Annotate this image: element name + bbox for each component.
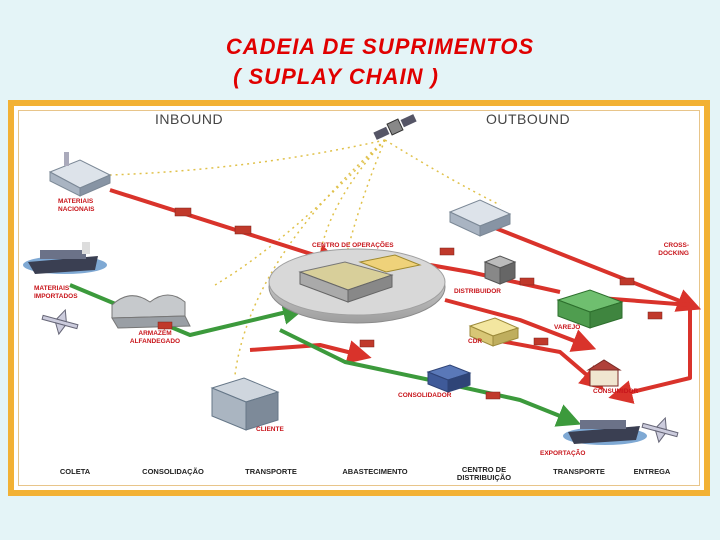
inbound-heading: INBOUND xyxy=(155,111,224,127)
label-cross-docking: CROSS-DOCKING xyxy=(658,242,689,257)
client-building-icon xyxy=(210,377,280,431)
truck-icon xyxy=(647,311,663,320)
distributor-building-icon xyxy=(483,255,517,285)
cargo-ship-icon xyxy=(23,242,107,274)
footer-step-distribution-center: CENTRO DE DISTRIBUIÇÃO xyxy=(456,465,512,482)
consolidator-building-icon xyxy=(426,364,472,393)
consumer-house-icon xyxy=(586,359,622,387)
satellite-signals xyxy=(109,139,501,376)
footer-step-collection: COLETA xyxy=(59,467,91,476)
truck-icon xyxy=(359,339,375,348)
national-materials-factory-icon xyxy=(48,152,112,197)
retail-store-icon xyxy=(556,289,624,329)
footer-step-consolidation: CONSOLIDAÇÃO xyxy=(142,467,204,476)
page-title: CADEIA DE SUPRIMENTOS xyxy=(225,34,535,59)
label-export: EXPORTAÇÃO xyxy=(540,450,586,457)
cdr-building-icon xyxy=(468,317,520,347)
truck-icon xyxy=(485,391,501,400)
truck-icon xyxy=(519,277,535,286)
truck-icon xyxy=(234,225,252,235)
footer-step-transport-in: TRANSPORTE xyxy=(245,467,297,476)
delivery-trucks xyxy=(157,207,663,400)
label-client: CLIENTE xyxy=(256,426,284,433)
red-flows xyxy=(109,188,702,404)
label-bonded-warehouse: ARMAZÉM ALFANDEGADO xyxy=(129,330,181,345)
truck-icon xyxy=(439,247,455,256)
footer-step-supply: ABASTECIMENTO xyxy=(342,467,408,476)
footer-step-delivery: ENTREGA xyxy=(633,467,671,476)
satellite-icon xyxy=(373,114,417,140)
export-ship-icon xyxy=(563,420,647,445)
label-retail: VAREJO xyxy=(554,324,581,331)
truck-icon xyxy=(174,207,192,217)
label-distributor: DISTRIBUIDOR xyxy=(454,288,501,295)
export-airplane-icon xyxy=(641,416,679,444)
label-operations-center: CENTRO DE OPERAÇÕES xyxy=(312,242,394,249)
cross-docking-warehouse-icon xyxy=(448,199,512,237)
footer-step-transport-out: TRANSPORTE xyxy=(553,467,605,476)
label-cdr: CDR xyxy=(468,338,483,345)
operations-center-hub xyxy=(268,248,446,324)
truck-icon xyxy=(619,277,635,286)
label-consolidator: CONSOLIDADOR xyxy=(398,392,452,399)
truck-icon xyxy=(157,321,173,330)
label-imported-materials: MATERIAIS IMPORTADOS xyxy=(34,285,78,300)
truck-icon xyxy=(533,337,549,346)
airplane-icon xyxy=(41,308,79,336)
page-subtitle: ( SUPLAY CHAIN ) xyxy=(233,64,439,89)
bonded-warehouse-icon xyxy=(111,294,191,329)
outbound-heading: OUTBOUND xyxy=(486,111,571,127)
label-national-materials: MATERIAIS NACIONAIS xyxy=(58,198,95,213)
label-consumer: CONSUMIDOR xyxy=(593,388,639,395)
